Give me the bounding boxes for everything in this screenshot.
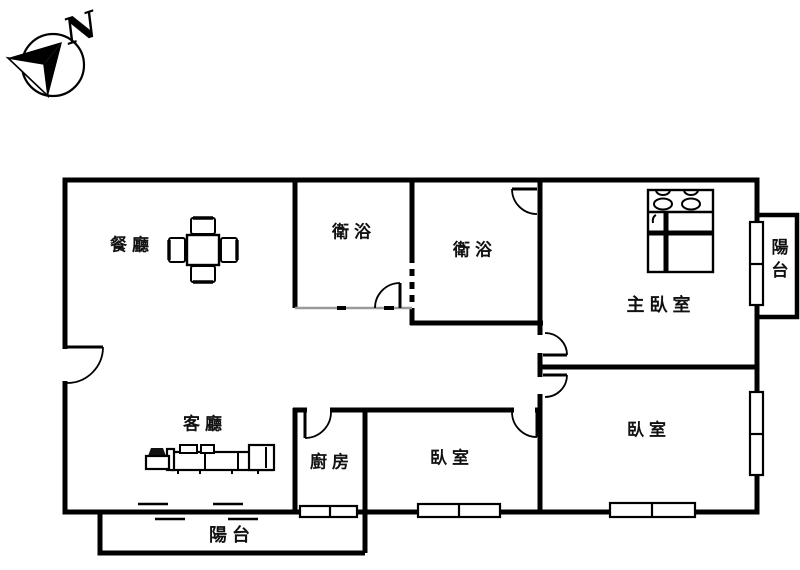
ensuite-bathroom-door [511,187,538,215]
sectional-sofa-icon [165,443,276,474]
room-label-balcony-south: 陽台 [209,525,255,546]
middle-bedroom-door [511,411,539,438]
room-label-dining: 餐廳 [110,235,154,256]
north-compass: N [5,3,105,99]
double-bed-icon [646,188,715,274]
compass-needle-black-right [44,42,62,96]
room-label-bathroom-ensuite: 衛浴 [453,240,497,261]
master-balcony-sliding-door [748,220,765,307]
middle-bedroom-window [416,502,502,519]
north-label: N [58,3,105,54]
southeast-bedroom-south-window [608,501,697,519]
kitchen-door [303,411,332,439]
room-label-balcony-east: 陽台 [767,238,788,284]
bathroom-door [374,282,402,309]
room-label-bedroom-middle: 臥室 [430,448,474,469]
compass-needle-white [5,56,50,99]
living-room-sliding-door [138,502,258,521]
balcony-walls [97,212,800,556]
room-label-kitchen: 廚房 [310,452,354,473]
windows [138,220,765,521]
dining-table-with-four-chairs-icon [167,216,239,284]
room-label-living-room: 客廳 [183,414,227,435]
east-balcony-wall [757,212,800,320]
entrance-door [66,345,104,384]
southeast-bedroom-door [543,373,568,398]
room-label-bedroom-southeast: 臥室 [627,420,671,441]
walls [62,177,760,553]
south-balcony-wall [97,512,365,556]
doors [66,187,568,439]
side-table-with-lamp-icon [144,448,171,471]
kitchen-window [298,504,359,519]
southeast-bedroom-east-window [748,390,765,477]
master-bedroom-door [543,332,568,357]
room-label-bathroom-top: 衛浴 [332,222,376,243]
wall-openings [60,335,545,415]
room-label-master-bedroom: 主臥室 [626,295,696,316]
